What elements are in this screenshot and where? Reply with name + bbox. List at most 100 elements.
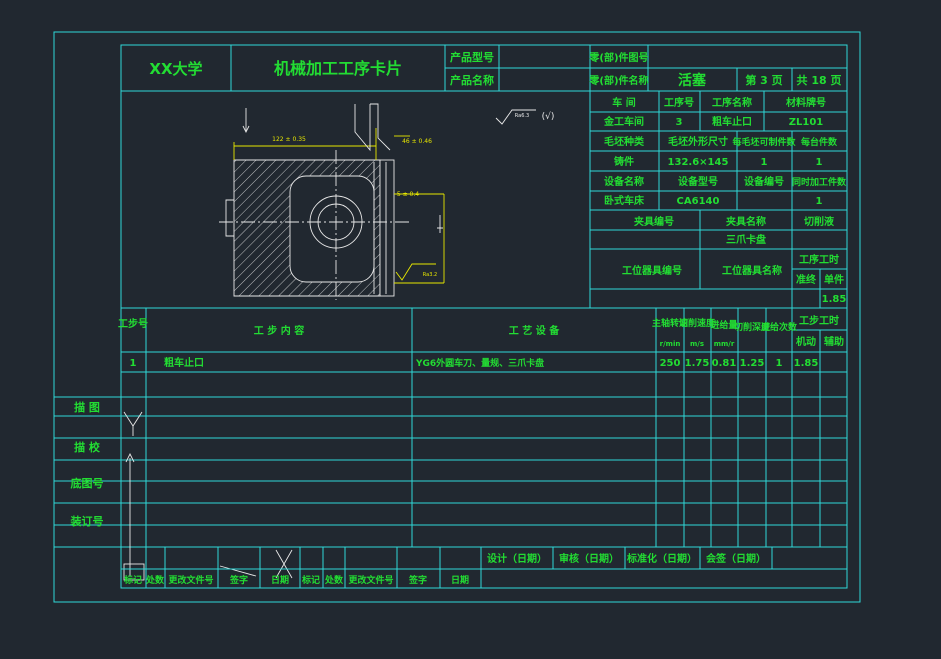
roughness-1: Ra6.3 [515, 113, 529, 119]
part-name-label: 零(部)件名称 [588, 74, 648, 87]
equip-name-value: 卧式车床 [604, 194, 645, 207]
fixture-no-label: 夹具编号 [634, 215, 674, 228]
sign-design: 设计（日期） [487, 552, 547, 565]
workshop-value: 金工车间 [603, 115, 644, 128]
op-time-label: 工序工时 [799, 253, 839, 266]
product-model-label: 产品型号 [450, 50, 494, 64]
col-equipment: 工 艺 设 备 [509, 324, 560, 337]
sign-date: 日期 [271, 574, 289, 586]
card-title: 机械加工工序卡片 [274, 59, 402, 78]
pieces-per-unit-value: 1 [816, 157, 823, 168]
op-no-label: 工序号 [664, 96, 694, 109]
col-speed-unit: r/min [660, 340, 681, 348]
dimension-1: 122 ± 0.35 [272, 136, 306, 143]
row-equipment: YG6外圆车刀、量规、三爪卡盘 [415, 357, 544, 369]
side-label-traced: 描 校 [74, 440, 101, 454]
blank-size-value: 132.6×145 [668, 157, 729, 168]
material-label: 材料牌号 [786, 96, 826, 109]
col-depth: 切削深度 [734, 321, 771, 333]
table-row: 1 粗车止口 YG6外圆车刀、量规、三爪卡盘 250 1.75 0.81 1.2… [130, 356, 819, 369]
product-name-label: 产品名称 [450, 73, 494, 87]
row-speed: 250 [660, 358, 681, 369]
op-no-value: 3 [676, 117, 683, 128]
equip-no-label: 设备编号 [744, 175, 784, 188]
unit-time-value: 1.85 [822, 294, 847, 305]
dimension-3: 5 ± 0.4 [397, 191, 419, 198]
prep-time-label: 准终 [796, 273, 817, 286]
fixture-name-label: 夹具名称 [726, 215, 766, 228]
row-feed: 0.81 [712, 358, 737, 369]
col-cut-speed-unit: m/s [690, 340, 704, 348]
sign-mark: 标记 [123, 574, 142, 586]
roughness-note: (√) [542, 111, 555, 122]
sign-date-2: 日期 [451, 574, 469, 586]
side-label-base-no: 底图号 [71, 476, 104, 490]
sign-review: 审核（日期） [559, 552, 619, 565]
sign-change-doc-2: 更改文件号 [348, 574, 393, 586]
process-sketch: 122 ± 0.35 46 ± 0.46 5 ± 0.4 Ra3.2 Ra6.3… [219, 103, 555, 300]
coolant-label: 切削液 [804, 215, 834, 228]
col-passes: 进给次数 [761, 321, 798, 333]
part-no-label: 零(部)件图号 [588, 51, 648, 64]
simultaneous-label: 同时加工件数 [792, 176, 847, 188]
simultaneous-value: 1 [816, 196, 823, 207]
col-content: 工 步 内 容 [254, 324, 304, 337]
col-speed: 主轴转速 [652, 317, 688, 329]
side-label-drawn: 描 图 [74, 400, 100, 414]
pieces-per-unit-label: 每台件数 [801, 136, 838, 148]
station-tool-no-label: 工位器具编号 [622, 264, 682, 277]
col-machine: 机动 [796, 335, 816, 348]
unit-time-label: 单件 [824, 273, 844, 286]
col-cut-speed: 切削速度 [679, 317, 716, 329]
material-value: ZL101 [789, 117, 824, 128]
sign-signature: 签字 [229, 574, 248, 586]
row-passes: 1 [776, 358, 783, 369]
part-name-value: 活塞 [678, 72, 707, 89]
sign-count: 处数 [145, 574, 165, 586]
col-feed: 进给量 [710, 319, 737, 331]
cursor-artefacts [123, 411, 293, 581]
university-name: XX大学 [149, 60, 202, 78]
row-content: 粗车止口 [164, 356, 204, 369]
side-label-grid [54, 396, 121, 548]
fixture-name-value: 三爪卡盘 [726, 233, 766, 246]
total-pages: 共 18 页 [797, 73, 842, 87]
row-step-no: 1 [130, 358, 137, 369]
sign-change-doc: 更改文件号 [168, 574, 213, 586]
side-label-binding-no: 装订号 [70, 514, 104, 528]
col-step-time: 工步工时 [799, 314, 839, 327]
row-cut-speed: 1.75 [685, 358, 710, 369]
station-tool-name-label: 工位器具名称 [722, 264, 782, 277]
pieces-per-blank-label: 每毛坯可制件数 [732, 136, 796, 148]
row-depth: 1.25 [740, 358, 765, 369]
col-step-no: 工步号 [118, 317, 148, 330]
sign-grid [121, 547, 847, 588]
equip-model-value: CA6140 [677, 196, 720, 207]
sign-count-2: 处数 [324, 574, 344, 586]
equip-model-label: 设备型号 [678, 175, 718, 188]
blank-size-label: 毛坯外形尺寸 [668, 135, 728, 148]
outer-frame [53, 31, 861, 603]
workshop-label: 车 间 [612, 96, 635, 109]
blank-type-value: 铸件 [614, 155, 634, 168]
pieces-per-blank-value: 1 [761, 157, 768, 168]
roughness-2: Ra3.2 [423, 272, 437, 278]
op-name-label: 工序名称 [712, 96, 752, 109]
row-machine-time: 1.85 [794, 358, 819, 369]
sign-mark-2: 标记 [301, 574, 320, 586]
inner-frame [120, 44, 848, 589]
page-number: 第 3 页 [745, 73, 782, 87]
blank-type-label: 毛坯种类 [604, 135, 644, 148]
sign-signature-2: 签字 [408, 574, 427, 586]
col-feed-unit: mm/r [714, 340, 735, 348]
dimension-2: 46 ± 0.46 [402, 138, 432, 145]
col-aux: 辅助 [824, 335, 844, 348]
sign-standard: 标准化（日期） [626, 552, 697, 565]
header-grid [121, 45, 847, 92]
sign-countersign: 会签（日期） [706, 552, 766, 565]
op-name-value: 粗车止口 [712, 115, 752, 128]
info-grid [589, 91, 847, 308]
equip-name-label: 设备名称 [604, 175, 644, 188]
steps-grid [121, 307, 847, 548]
